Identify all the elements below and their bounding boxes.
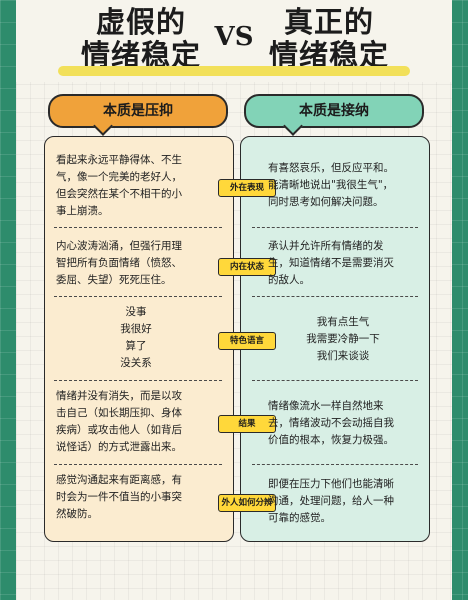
row4-left-line: 情绪并没有消失，而是以攻 — [56, 390, 182, 402]
row3-right-line: 我需要冷静一下 — [306, 333, 380, 345]
row3-left-line: 算了 — [125, 340, 147, 352]
row5-left-text: 感觉沟通起来有距离感，有 时会为一件不值当的小事突 然破防。 — [56, 472, 226, 523]
row2-left-line: 委屈、失望）死死压住。 — [56, 274, 172, 286]
row5-right-line: 即便在压力下他们也能清晰 — [268, 478, 394, 490]
row5-right-text: 即便在压力下他们也能清晰 沟通，处理问题，给人一种 可靠的感觉。 — [268, 476, 418, 527]
row1-left-line: 看起来永远平静得体、不生 — [56, 154, 182, 166]
row3-right-text: 我有点生气 我需要冷静一下 我们来谈谈 — [268, 314, 418, 365]
row1-right-text: 有喜怒哀乐，但反应平和。 能清晰地说出"我很生气"， 同时思考如何解决问题。 — [268, 160, 418, 211]
tag-result: 结果 — [218, 415, 276, 433]
row2-right-line: 承认并允许所有情绪的发 — [268, 240, 384, 252]
row1-left-line: 气，像一个完美的老好人， — [56, 171, 182, 183]
title-right-line1: 真正的 — [283, 5, 374, 39]
divider-left-2 — [54, 296, 222, 297]
row4-right-line: 价值的根本，恢复力极强。 — [268, 434, 394, 446]
column-left-card — [44, 136, 234, 542]
row2-left-text: 内心波涛汹涌，但强行用理 智把所有负面情绪（愤怒、 委屈、失望）死死压住。 — [56, 238, 226, 289]
divider-left-1 — [54, 227, 222, 228]
row1-right-line: 有喜怒哀乐，但反应平和。 — [268, 162, 394, 174]
row3-right-line: 我有点生气 — [316, 316, 370, 328]
row2-left-line: 内心波涛汹涌，但强行用理 — [56, 240, 182, 252]
title-highlight-bar — [58, 66, 410, 76]
row4-left-line: 击自己（如长期压抑、身体 — [56, 407, 182, 419]
tag-internal-state: 内在状态 — [218, 258, 276, 276]
tag-signature-language: 特色语言 — [218, 332, 276, 350]
row2-right-line: 的敌人。 — [268, 274, 310, 286]
row3-left-line: 我很好 — [120, 323, 152, 335]
divider-left-4 — [54, 464, 222, 465]
row1-left-text: 看起来永远平静得体、不生 气，像一个完美的老好人， 但会突然在某个不相干的小 事… — [56, 152, 226, 220]
row2-right-text: 承认并允许所有情绪的发 生，知道情绪不是需要消灭 的敌人。 — [268, 238, 418, 289]
row5-left-line: 时会为一件不值当的小事突 — [56, 491, 182, 503]
row1-right-line: 能清晰地说出"我很生气"， — [268, 179, 394, 191]
header-bubble-right: 本质是接纳 — [244, 94, 424, 128]
title-fake-stability: 虚假的 情绪稳定 — [66, 6, 216, 72]
title-true-stability: 真正的 情绪稳定 — [254, 6, 404, 72]
row5-left-line: 感觉沟通起来有距离感，有 — [56, 474, 182, 486]
vs-label: VS — [214, 22, 254, 52]
divider-right-1 — [252, 227, 418, 228]
row4-right-line: 去，情绪波动不会动摇自我 — [268, 417, 394, 429]
row1-right-line: 同时思考如何解决问题。 — [268, 196, 384, 208]
row1-left-line: 事上崩溃。 — [56, 205, 109, 217]
row4-left-line: 说怪话）的方式泄露出来。 — [56, 441, 182, 453]
divider-right-3 — [252, 380, 418, 381]
row5-right-line: 沟通，处理问题，给人一种 — [268, 495, 394, 507]
row5-right-line: 可靠的感觉。 — [268, 512, 331, 524]
title-left-line1: 虚假的 — [95, 5, 186, 39]
divider-right-4 — [252, 464, 418, 465]
row3-right-line: 我们来谈谈 — [316, 350, 370, 362]
row2-left-line: 智把所有负面情绪（愤怒、 — [56, 257, 182, 269]
header-bubble-left: 本质是压抑 — [48, 94, 228, 128]
row3-left-text: 没事 我很好 算了 没关系 — [56, 304, 216, 372]
divider-right-2 — [252, 296, 418, 297]
tag-external-appearance: 外在表现 — [218, 179, 276, 197]
row3-left-line: 没关系 — [120, 357, 152, 369]
row2-right-line: 生，知道情绪不是需要消灭 — [268, 257, 394, 269]
row3-left-line: 没事 — [125, 306, 147, 318]
infographic-poster: 虚假的 情绪稳定 VS 真正的 情绪稳定 本质是压抑 本质是接纳 看起来永远平静… — [16, 0, 452, 600]
row4-left-text: 情绪并没有消失，而是以攻 击自己（如长期压抑、身体 疾病）或攻击他人（如背后 说… — [56, 388, 226, 456]
row4-left-line: 疾病）或攻击他人（如背后 — [56, 424, 182, 436]
tag-how-to-tell: 外人如何分辨 — [218, 494, 276, 512]
divider-left-3 — [54, 380, 222, 381]
row1-left-line: 但会突然在某个不相干的小 — [56, 188, 182, 200]
row5-left-line: 然破防。 — [56, 508, 98, 520]
row4-right-text: 情绪像流水一样自然地来 去，情绪波动不会动摇自我 价值的根本，恢复力极强。 — [268, 398, 418, 449]
row4-right-line: 情绪像流水一样自然地来 — [268, 400, 384, 412]
